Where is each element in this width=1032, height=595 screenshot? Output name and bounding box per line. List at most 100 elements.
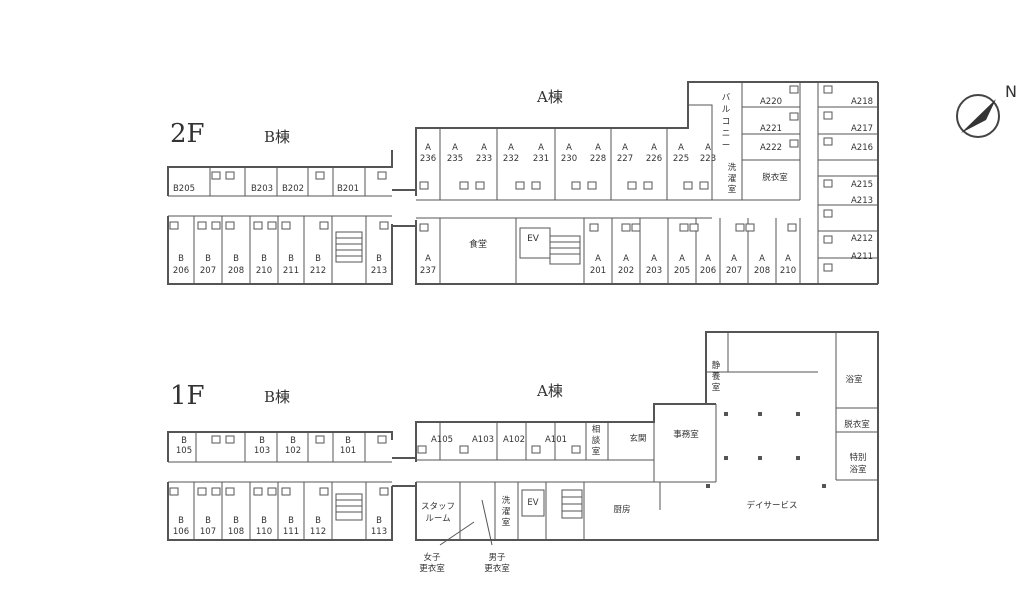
room-label-number: 210 [780,266,796,276]
balcony-char: ニ [722,129,731,139]
room-label: B205 [173,184,195,194]
consult-char: 室 [592,446,601,457]
room-label-number: 102 [285,446,301,456]
room-label-prefix: B [288,254,294,264]
toilet-icon [377,435,387,444]
toilet-icon [281,487,291,496]
room-label-number: 110 [256,527,272,537]
room-label-number: 101 [340,446,356,456]
kitchen-label: 厨房 [613,504,630,515]
room-label-number: 103 [254,446,270,456]
room-label: A102 [503,435,525,445]
room-label-number: 112 [310,527,326,537]
room-label-prefix: B [178,516,184,526]
floor-1f-wing-b: B棟 [264,388,290,406]
day-service-label: デイサービス [746,500,797,511]
room-label-prefix: B [261,516,267,526]
room-label-prefix: A [425,254,431,264]
toilet-icon [679,223,689,232]
toilet-icon [823,209,833,218]
toilet-icon [515,181,525,190]
room-label: A221 [760,124,782,134]
toilet-icon [627,181,637,190]
room-label-prefix: A [679,254,685,264]
room-label-prefix: B [315,254,321,264]
room-label-prefix: B [233,516,239,526]
room-label-number: 213 [371,266,387,276]
dining-room-label: 食堂 [469,238,487,250]
toilet-icon [225,435,235,444]
room-label: B202 [282,184,304,194]
room-label-number: 226 [646,154,662,164]
elevator-label-2f: EV [527,234,540,244]
room-label-prefix: B [288,516,294,526]
room-label-prefix: B [290,436,296,446]
laundry-char: 室 [728,184,737,195]
room-label-prefix: A [651,143,657,153]
room-label: A211 [851,252,873,262]
toilet-icon [745,223,755,232]
room-label-number: 211 [283,266,299,276]
office-label: 事務室 [673,429,699,440]
room-label-prefix: B [345,436,351,446]
room-label-number: 201 [590,266,606,276]
toilet-icon [253,487,263,496]
room-label-prefix: B [181,436,187,446]
toilet-icon [531,181,541,190]
staff-line: ルーム [425,514,450,524]
rest-char: 静 [712,360,721,371]
room-label-number: 232 [503,154,519,164]
toilet-icon [319,487,329,496]
women-line: 女子 [423,552,441,563]
toilet-icon [419,181,429,190]
women-line: 更衣室 [419,563,445,574]
floor-2f-wing-a: A棟 [536,88,563,106]
toilet-icon [211,435,221,444]
room-label-number: 235 [447,154,463,164]
room-label: A216 [851,143,873,153]
laundry-char: 濯 [728,173,737,184]
toilet-icon [823,137,833,146]
toilet-icon [197,487,207,496]
toilet-icon [169,487,179,496]
room-label-number: 233 [476,154,492,164]
room-label: A212 [851,234,873,244]
toilet-icon [787,223,797,232]
toilet-icon [631,223,641,232]
toilet-icon [789,139,799,148]
toilet-icon [267,487,277,496]
room-label-number: 206 [700,266,716,276]
special-bath-line: 特別 [849,452,866,463]
laundry-label-1f: 洗濯室 [502,495,511,528]
room-label-number: 212 [310,266,326,276]
room-label: B203 [251,184,273,194]
toilet-icon [197,221,207,230]
room-label-prefix: B [315,516,321,526]
compass-icon: N [956,82,1017,138]
toilet-icon [211,171,221,180]
consult-char: 相 [592,424,601,435]
laundry-label-2f: 洗濯室 [728,162,737,195]
men-line: 男子 [488,553,506,563]
room-label: B201 [337,184,359,194]
bath-label: 浴室 [845,374,863,385]
room-label-prefix: A [705,254,711,264]
room-label-prefix: A [595,143,601,153]
toilet-icon [419,223,429,232]
toilet-icon [823,235,833,244]
room-label-number: 210 [256,266,272,276]
toilet-icon [823,179,833,188]
room-label-prefix: B [178,254,184,264]
elevator-label-1f: EV [527,498,538,508]
room-label-prefix: B [205,254,211,264]
room-label-prefix: B [261,254,267,264]
room-label-number: 113 [371,527,387,537]
room-label: A105 [431,435,453,445]
toilet-icon [823,263,833,272]
